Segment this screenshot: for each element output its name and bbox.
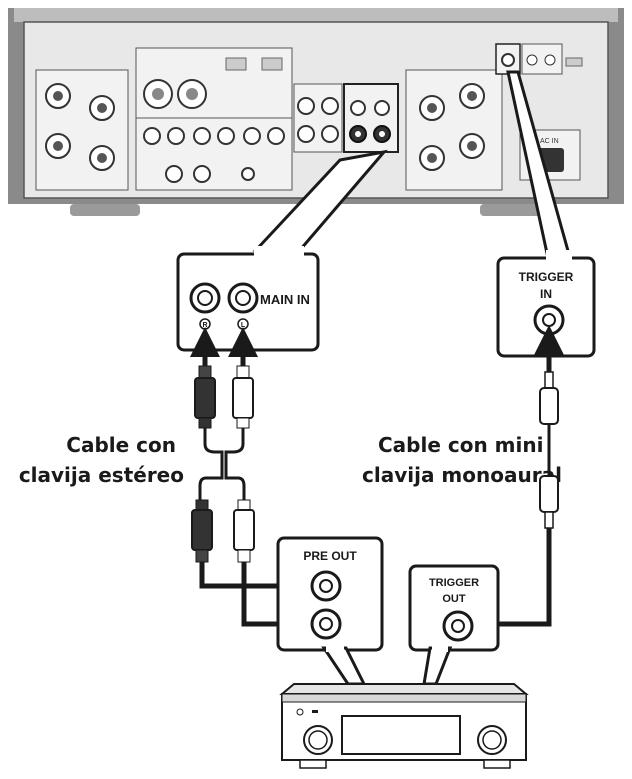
trigger-in-jack: [533, 304, 565, 336]
mono-cable-caption-line1: Cable con mini: [378, 433, 543, 457]
trigger-in-label-line2: IN: [540, 287, 552, 301]
trigger-out-callout-box: [408, 564, 500, 652]
trigger-out-label-line1: TRIGGER: [429, 577, 479, 589]
pre-out-label: PRE OUT: [303, 549, 357, 563]
trigger-out-jack: [442, 610, 474, 642]
ac-in-label: AC IN: [540, 138, 559, 145]
trigger-out-callout-pointer: [422, 646, 453, 686]
rca-input-block: [135, 117, 293, 191]
main-in-jack-left: [227, 282, 259, 314]
pre-out-jack-upper: [310, 570, 342, 602]
receiver-display: [341, 715, 461, 755]
stereo-cable-caption-line1: Cable con: [66, 433, 176, 457]
av-receiver: [279, 683, 529, 769]
trigger-out-label-line2: OUT: [442, 593, 466, 605]
trigger-in-label-line1: TRIGGER: [519, 270, 574, 284]
stereo-cable-wire: [198, 428, 246, 500]
amplifier-rear-panel: AC IN: [8, 8, 624, 216]
mono-cable-caption-line2: clavija monoaural: [362, 463, 562, 487]
trigger-out-arrow: [463, 528, 552, 639]
main-in-jack-right: [189, 282, 221, 314]
panel-foot-left: [70, 204, 140, 216]
panel-foot-right: [480, 204, 550, 216]
mono-cable: [534, 325, 564, 529]
speaker-terminals-right: [405, 69, 503, 191]
main-in-right-label: R: [202, 322, 207, 329]
pre-out-jack-lower: [310, 608, 342, 640]
main-in-left-label: L: [241, 322, 246, 329]
main-in-label: MAIN IN: [260, 292, 310, 307]
stereo-cable-lower-plugs: [191, 499, 255, 563]
stereo-cable-caption-line2: clavija estéreo: [19, 463, 184, 487]
stereo-cable-upper-plugs: [190, 327, 258, 429]
main-in-panel-block: [343, 83, 399, 153]
pre-out-callout-pointer: [321, 646, 367, 686]
pre-out-arrow-upper: [199, 562, 319, 601]
